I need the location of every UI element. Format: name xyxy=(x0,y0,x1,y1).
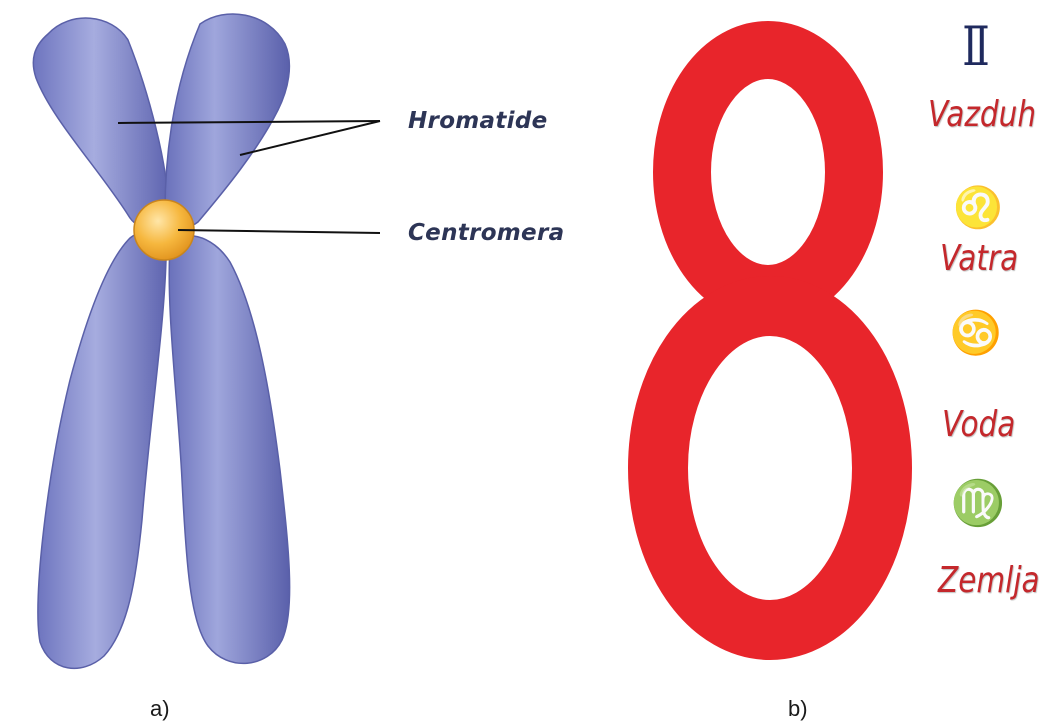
eight-upper-loop xyxy=(682,50,854,294)
virgo-icon: ♍ xyxy=(938,482,1018,526)
element-label-voda: Voda xyxy=(942,404,1015,445)
chromatid-upper-right xyxy=(165,14,289,227)
caption-b: b) xyxy=(788,696,808,722)
centromere-callout-line xyxy=(178,230,380,233)
eight-panel: Ⅱ Vazduh ♌ Vatra ♋ Voda ♍ Zemlja b) xyxy=(600,0,1050,722)
caption-a: a) xyxy=(150,696,170,722)
chromatids-label: Hromatide xyxy=(408,108,548,134)
element-label-vazduh: Vazduh xyxy=(928,94,1036,135)
centromere-label: Centromera xyxy=(408,220,564,246)
chromatid-lower-right xyxy=(169,236,289,664)
element-label-vatra: Vatra xyxy=(940,238,1018,279)
element-label-zemlja: Zemlja xyxy=(938,560,1040,601)
chromosome-panel: Hromatide Centromera a) xyxy=(0,0,600,722)
chromatid-lower-left xyxy=(38,232,166,668)
leo-icon: ♌ xyxy=(938,188,1018,228)
gemini-icon: Ⅱ xyxy=(946,20,1006,74)
chromatid-callout-line-1 xyxy=(118,121,380,123)
eight-lower-loop xyxy=(658,306,882,630)
cancer-icon: ♋ xyxy=(936,312,1016,354)
